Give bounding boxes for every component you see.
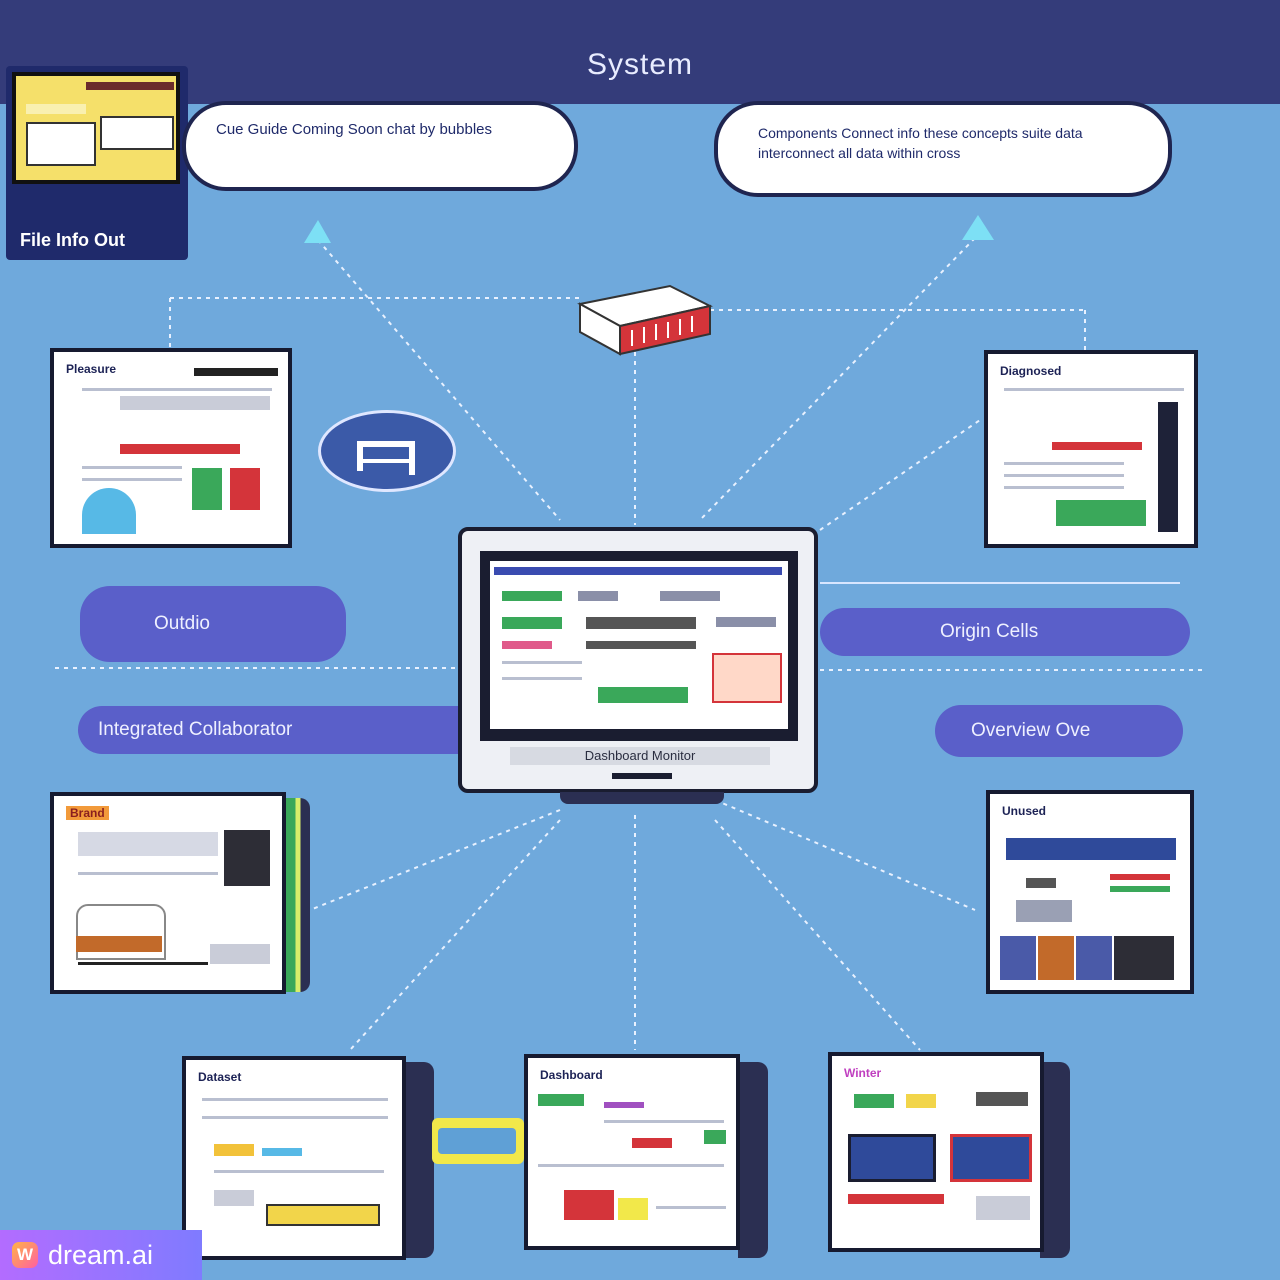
- connector-icon: [318, 410, 456, 492]
- panel-label: File Info Out: [20, 230, 125, 250]
- doc-title: Winter: [844, 1066, 882, 1080]
- doc-title: Diagnosed: [1000, 364, 1062, 378]
- doc-title: Unused: [1002, 804, 1047, 818]
- doc-bottom-1-stack: [404, 1062, 434, 1258]
- right-callout-bubble: Components Connect info these concepts s…: [714, 101, 1172, 197]
- left-callout-bubble: Cue Guide Coming Soon chat by bubbles: [182, 101, 578, 191]
- doc-mid-right: Diagnosed: [984, 350, 1198, 548]
- bottom-link-bar: [432, 1118, 524, 1164]
- doc-bottom-2-stack: [738, 1062, 768, 1258]
- doc-low-left-stack: [286, 798, 310, 992]
- doc-bottom-2: Dashboard: [524, 1054, 740, 1250]
- monitor-stand-label: Dashboard Monitor: [510, 747, 770, 765]
- pill-right-upper[interactable]: Origin Cells: [820, 608, 1190, 656]
- top-left-panel: File Info Out: [6, 66, 188, 260]
- doc-mid-left: Pleasure: [50, 348, 292, 548]
- doc-title: Pleasure: [66, 362, 117, 376]
- right-callout-text: Components Connect info these concepts s…: [758, 125, 1083, 161]
- dream-logo-icon: W: [12, 1242, 38, 1268]
- pill-left-upper[interactable]: Outdio: [80, 586, 346, 662]
- panel-screen: [12, 72, 180, 184]
- arrow-up-icon: [304, 220, 331, 243]
- pill-right-lower[interactable]: Overview Ove: [935, 705, 1183, 757]
- doc-title: Dataset: [198, 1070, 242, 1084]
- doc-bottom-3-stack: [1040, 1062, 1070, 1258]
- doc-low-right: Unused: [986, 790, 1194, 994]
- arrow-up-icon: [962, 215, 994, 240]
- page-title: System: [586, 48, 694, 81]
- doc-title: Brand: [66, 806, 109, 820]
- watermark: W dream.ai: [0, 1230, 202, 1280]
- central-monitor: Dashboard Monitor: [458, 527, 818, 793]
- doc-bottom-3: Winter: [828, 1052, 1044, 1252]
- pill-left-lower[interactable]: Integrated Collaborator: [78, 706, 484, 754]
- monitor-base: [560, 792, 724, 804]
- doc-bottom-1: Dataset: [182, 1056, 406, 1260]
- header-bar: [0, 0, 1280, 104]
- left-callout-text: Cue Guide Coming Soon chat by bubbles: [216, 121, 493, 138]
- watermark-text: dream.ai: [48, 1239, 154, 1270]
- doc-low-left: Brand: [50, 792, 286, 994]
- server-icon: [577, 284, 713, 356]
- doc-title: Dashboard: [540, 1068, 603, 1082]
- monitor-screen: [480, 551, 798, 741]
